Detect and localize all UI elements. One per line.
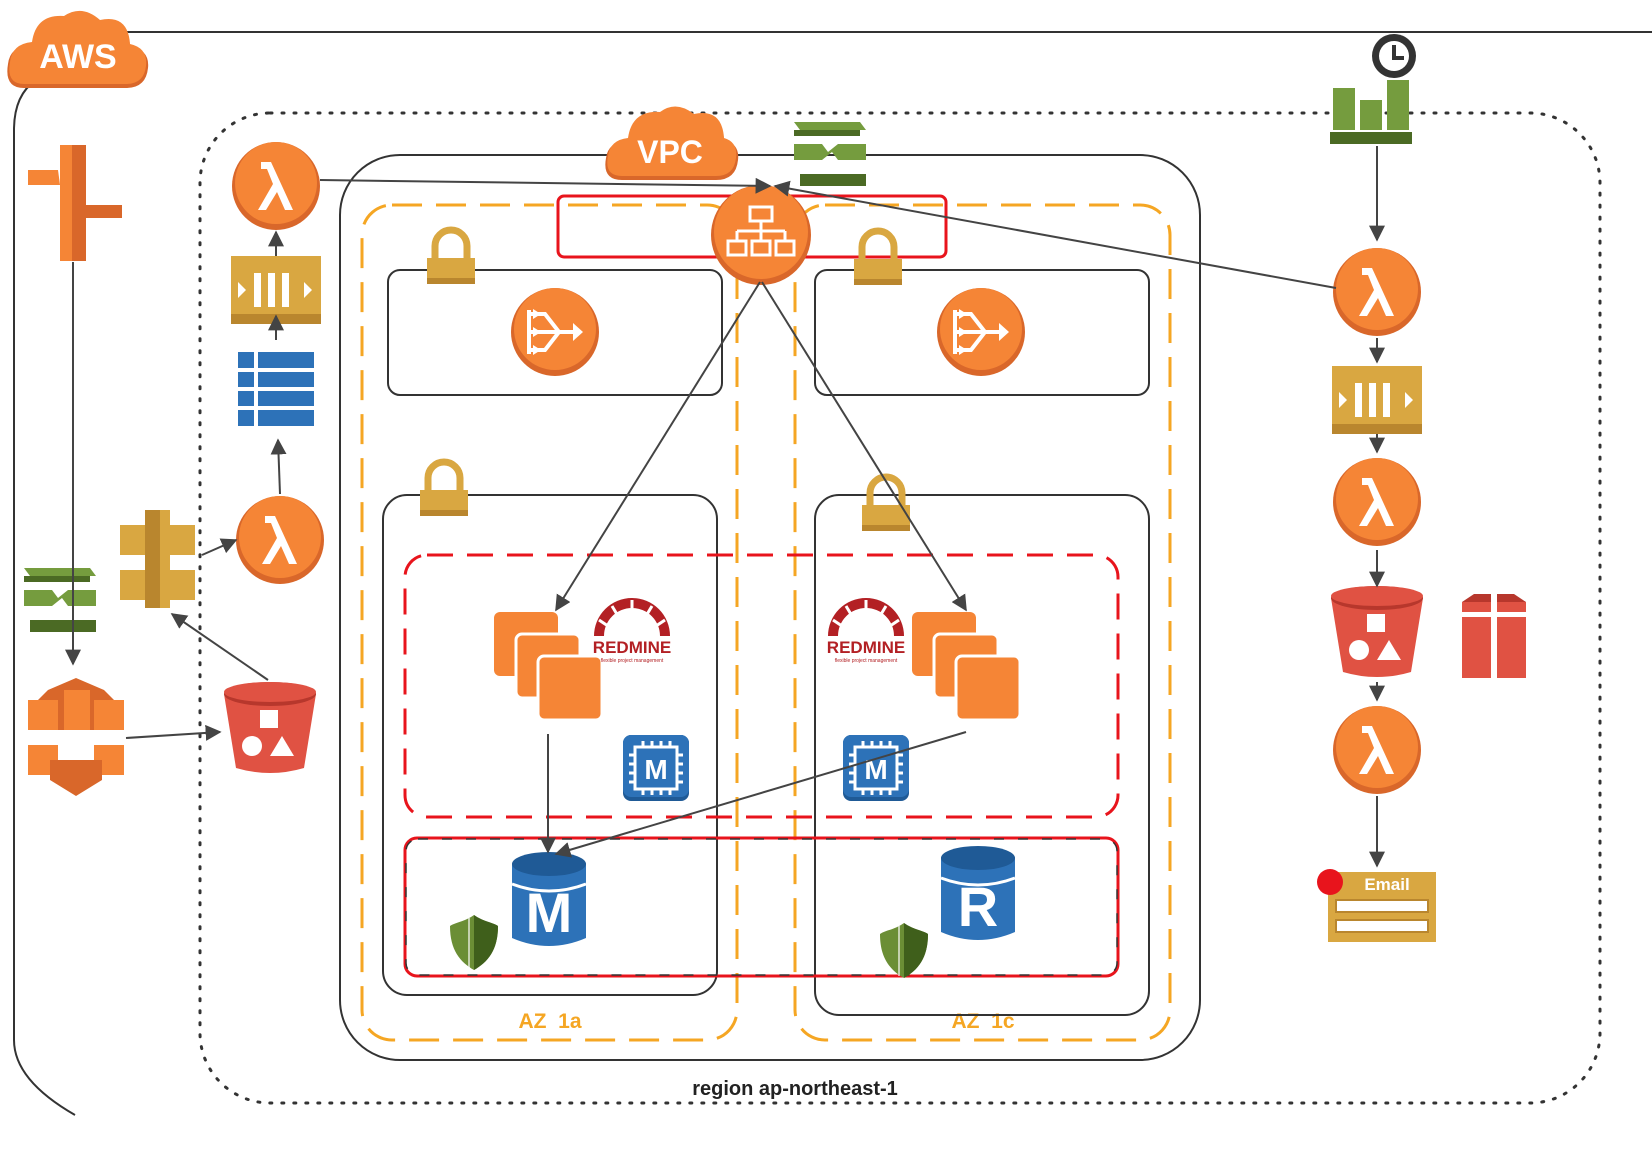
svg-text:M: M — [864, 754, 887, 785]
sqs-queue-icon — [1332, 366, 1422, 434]
private-subnet-1c — [814, 494, 1150, 1016]
ec2-instances-icon — [492, 610, 604, 722]
public-subnet-1c — [814, 269, 1150, 396]
vpc-cloud-icon: VPC — [605, 106, 739, 180]
cloudfront-icon — [28, 145, 122, 261]
redmine-logo-icon: REDMINE flexible project management — [827, 598, 905, 664]
api-gateway-icon — [120, 510, 195, 608]
kms-shield-icon — [449, 914, 499, 971]
redmine-logo-text: REDMINE — [827, 638, 905, 657]
elb-icon — [711, 185, 811, 285]
connectors — [65, 146, 1385, 868]
rds-replica-icon: R — [939, 844, 1017, 942]
sqs-queue-icon — [231, 256, 321, 324]
redmine-tagline: flexible project management — [601, 658, 664, 664]
nat-gateway-icon — [935, 286, 1027, 378]
vpc-label: VPC — [637, 134, 703, 170]
vpc-boundary — [339, 154, 1201, 1061]
lambda-icon — [1333, 248, 1421, 336]
clock-icon — [1372, 34, 1416, 78]
az-1c-boundary — [793, 203, 1172, 1042]
rds-master-icon: M — [510, 850, 588, 948]
az-1a-boundary — [360, 203, 739, 1042]
lambda-icon — [236, 496, 324, 584]
cloudwatch-alarm-icon — [1330, 80, 1412, 144]
svg-text:R: R — [958, 875, 998, 938]
email-label: Email — [1364, 875, 1409, 894]
lambda-icon — [1333, 706, 1421, 794]
lambda-icon — [1333, 458, 1421, 546]
db-security-group-inner — [405, 838, 1118, 976]
redmine-logo-text: REDMINE — [593, 638, 671, 657]
ses-email-icon: Email — [1317, 869, 1436, 942]
redmine-tagline: flexible project management — [835, 658, 898, 664]
region-label: region ap-northeast-1 — [692, 1078, 898, 1100]
svg-text:M: M — [526, 881, 573, 944]
kms-shield-icon — [879, 922, 929, 979]
app-security-group — [403, 553, 1120, 819]
aws-cloud-boundary — [13, 31, 1652, 1116]
s3-bucket-icon — [1331, 586, 1423, 677]
az-1c-label: AZ 1c — [951, 1010, 1014, 1033]
elasticache-chip-icon: M — [841, 733, 911, 803]
elasticache-chip-icon: M — [621, 733, 691, 803]
route53-icon — [24, 568, 96, 632]
svg-text:M: M — [644, 754, 667, 785]
db-security-group — [403, 836, 1120, 978]
private-subnet-1a — [382, 494, 718, 996]
padlock-icon — [862, 477, 910, 531]
ec2-cluster-icon — [28, 678, 124, 796]
public-subnet-1a — [387, 269, 723, 396]
az-1a-label: AZ 1a — [518, 1010, 581, 1033]
nat-gateway-icon — [509, 286, 601, 378]
lambda-icon — [232, 142, 320, 230]
ec2-instances-icon — [910, 610, 1022, 722]
aws-cloud-icon: AWS — [7, 10, 149, 88]
s3-bucket-icon — [224, 682, 316, 773]
dynamodb-table-icon — [238, 352, 314, 426]
glacier-icon — [1462, 594, 1526, 678]
aws-label: AWS — [39, 38, 116, 76]
redmine-logo-icon: REDMINE flexible project management — [593, 598, 671, 664]
padlock-icon — [420, 462, 468, 516]
padlock-icon — [427, 230, 475, 284]
